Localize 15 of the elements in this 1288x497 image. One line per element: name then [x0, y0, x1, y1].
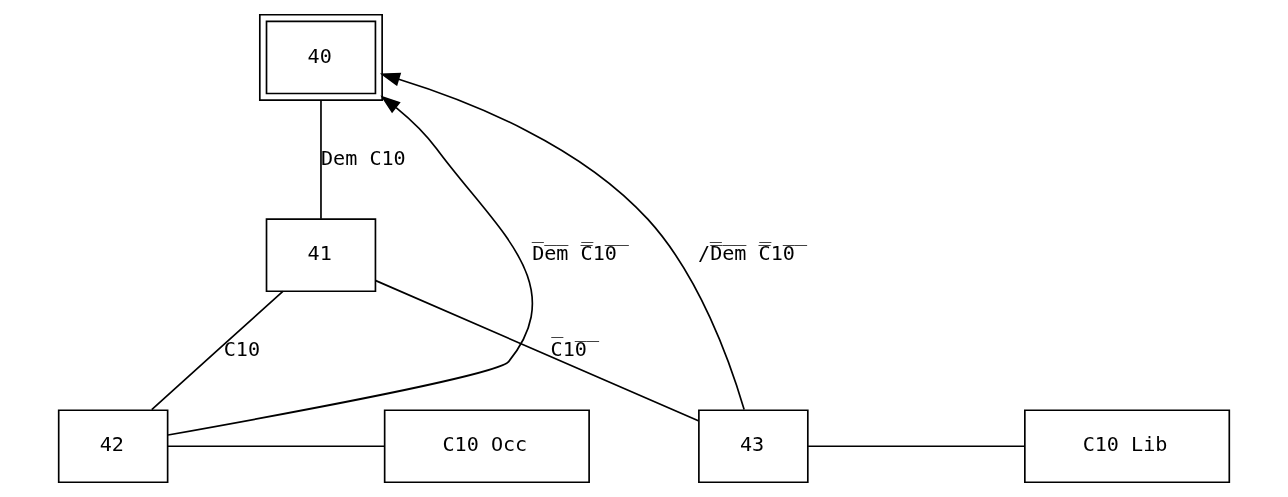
edge-label: Dem C10	[320, 145, 406, 170]
node-box: C10 Lib	[1024, 409, 1231, 484]
node-box: 41	[265, 218, 377, 293]
connector	[167, 445, 385, 448]
connector	[150, 290, 284, 411]
node-box: C10 Occ	[383, 409, 590, 484]
node-box: 40	[258, 13, 383, 102]
connector	[807, 445, 1026, 448]
edge-label: C10	[223, 336, 261, 361]
node-box: 42	[57, 409, 169, 484]
arrow	[167, 95, 534, 436]
connector	[374, 279, 700, 422]
node-box: 43	[698, 409, 809, 484]
arrow	[379, 72, 745, 411]
connector	[320, 99, 322, 220]
